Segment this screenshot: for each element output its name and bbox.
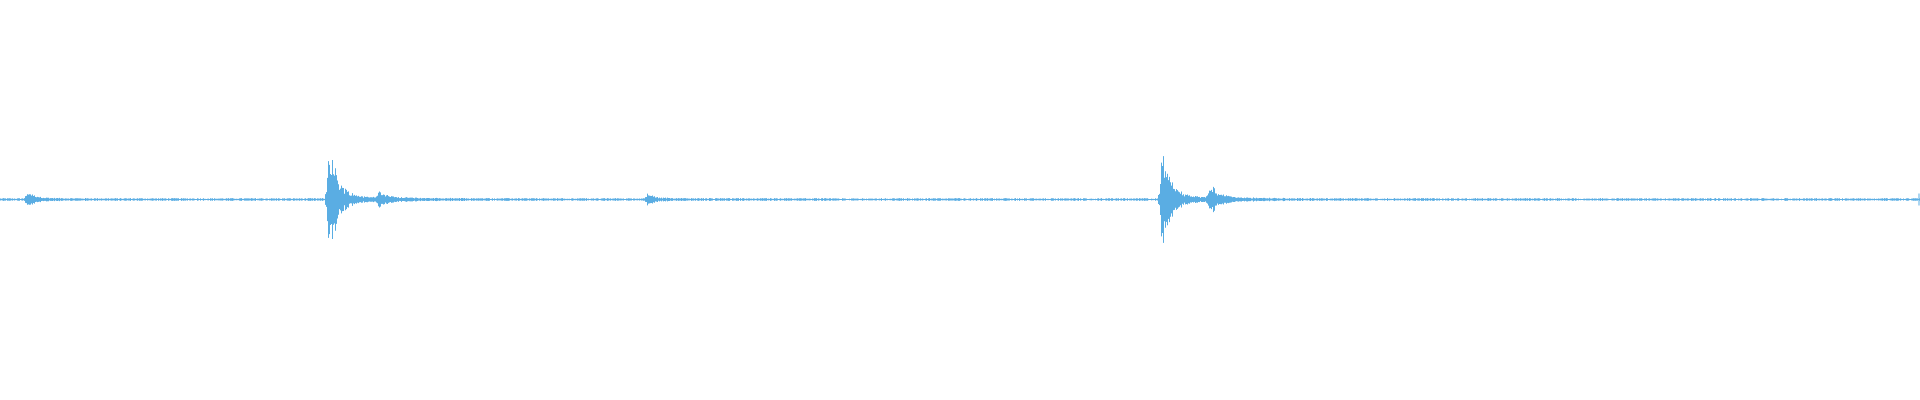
waveform-samples — [0, 156, 1920, 243]
